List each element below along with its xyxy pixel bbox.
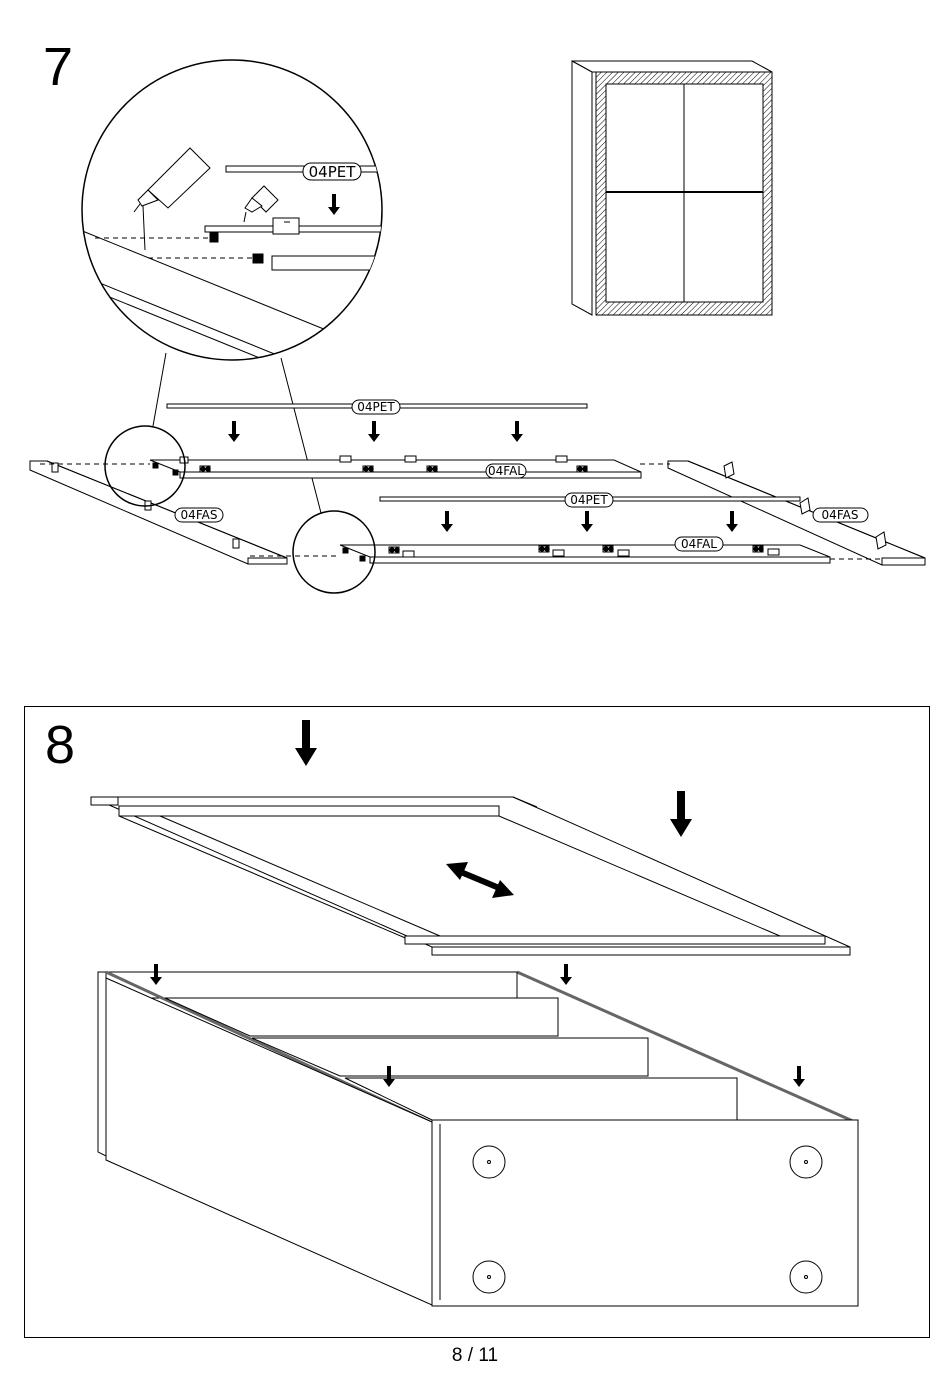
drawer-frame-assembly — [30, 404, 925, 593]
page-number: 8 / 11 — [0, 1345, 950, 1367]
glue-tube-icon — [244, 186, 278, 222]
arrow-down-icon — [228, 421, 240, 442]
left-side-label: 04FAS — [181, 508, 218, 522]
arrow-down-icon — [581, 511, 593, 532]
arrow-down-icon — [670, 791, 692, 837]
mid-rail-label: 04PET — [570, 493, 608, 507]
cabinet-box — [98, 972, 858, 1306]
glue-tube-icon — [134, 148, 210, 250]
zoom-detail — [80, 60, 405, 513]
top-rail-label: 04PET — [357, 400, 395, 414]
arrow-down-icon — [511, 421, 523, 442]
right-side-label: 04FAS — [822, 508, 859, 522]
arrow-down-icon — [295, 720, 317, 766]
zoom-rail-label: 04PET — [309, 163, 357, 181]
arrow-down-icon — [328, 194, 340, 215]
arrow-down-icon — [560, 964, 572, 985]
arrow-down-icon — [441, 511, 453, 532]
arrow-down-icon — [726, 511, 738, 532]
cabinet-front-view — [572, 61, 772, 315]
arrow-down-icon — [368, 421, 380, 442]
arrow-down-icon — [793, 1066, 805, 1087]
bottom-runner-label: 04FAL — [681, 537, 717, 551]
top-runner-label: 04FAL — [488, 464, 524, 478]
